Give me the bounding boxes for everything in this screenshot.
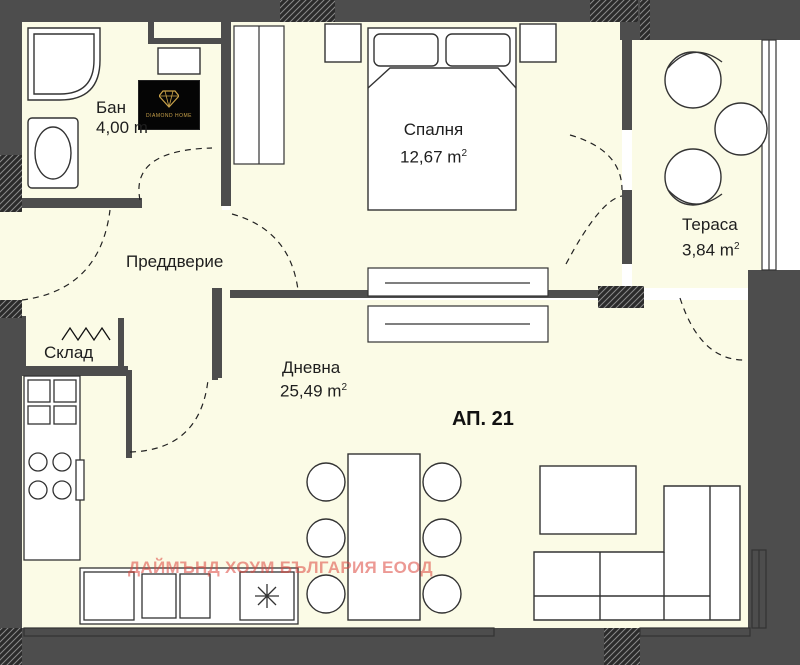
living-area-unit: 2 (341, 382, 347, 393)
bathroom-label: Бан 4,00 m (96, 98, 148, 138)
tv-units (367, 267, 549, 343)
diamond-icon (159, 90, 179, 108)
bedroom-area-unit: 2 (461, 148, 467, 159)
terrace-furniture (664, 51, 768, 206)
bathroom-fixtures (27, 27, 201, 189)
hall-name: Преддверие (126, 252, 224, 271)
bedroom-label: Спалня 12,67 m2 (400, 120, 467, 168)
brand-name: DIAMOND HOME (146, 113, 192, 119)
bed (324, 23, 557, 211)
terrace-area-unit: 2 (733, 241, 740, 252)
shower-tray (27, 27, 101, 101)
terrace-label: Тераса 3,84 m2 (682, 215, 740, 261)
bedroom-area-line: 12,67 m2 (400, 144, 467, 168)
dining-set (306, 453, 462, 621)
storage-zigzag (61, 326, 111, 342)
storage-name: Склад (44, 343, 94, 362)
terrace-name: Тераса (682, 215, 738, 234)
door-swings (21, 134, 745, 453)
terrace-area: 3,84 m (682, 240, 734, 260)
hatched-columns (0, 0, 650, 665)
bedroom-area: 12,67 m (400, 147, 462, 167)
windows (23, 39, 777, 637)
living-area-line: 25,49 m2 (280, 378, 347, 402)
kitchen (23, 375, 299, 625)
bathroom-area: 4,00 m (96, 118, 148, 137)
watermark: ДАЙМЪНД ХОУМ БЪЛГАРИЯ ЕООД (128, 558, 433, 577)
living-name: Дневна (282, 358, 341, 377)
storage-label: Склад (44, 343, 93, 363)
sofa-set (533, 465, 741, 621)
terrace-area-line: 3,84 m2 (682, 237, 740, 261)
apartment-number: АП. 21 (452, 408, 514, 430)
toilet-tank (157, 47, 201, 75)
living-label: Дневна 25,49 m2 (280, 358, 347, 402)
bedroom-name: Спалня (403, 120, 464, 139)
wardrobe (233, 25, 285, 165)
living-area: 25,49 m (280, 381, 342, 401)
bathroom-name: Бан (96, 98, 126, 117)
brand-logo: DIAMOND HOME (138, 80, 200, 130)
hall-label: Преддверие (126, 252, 223, 272)
